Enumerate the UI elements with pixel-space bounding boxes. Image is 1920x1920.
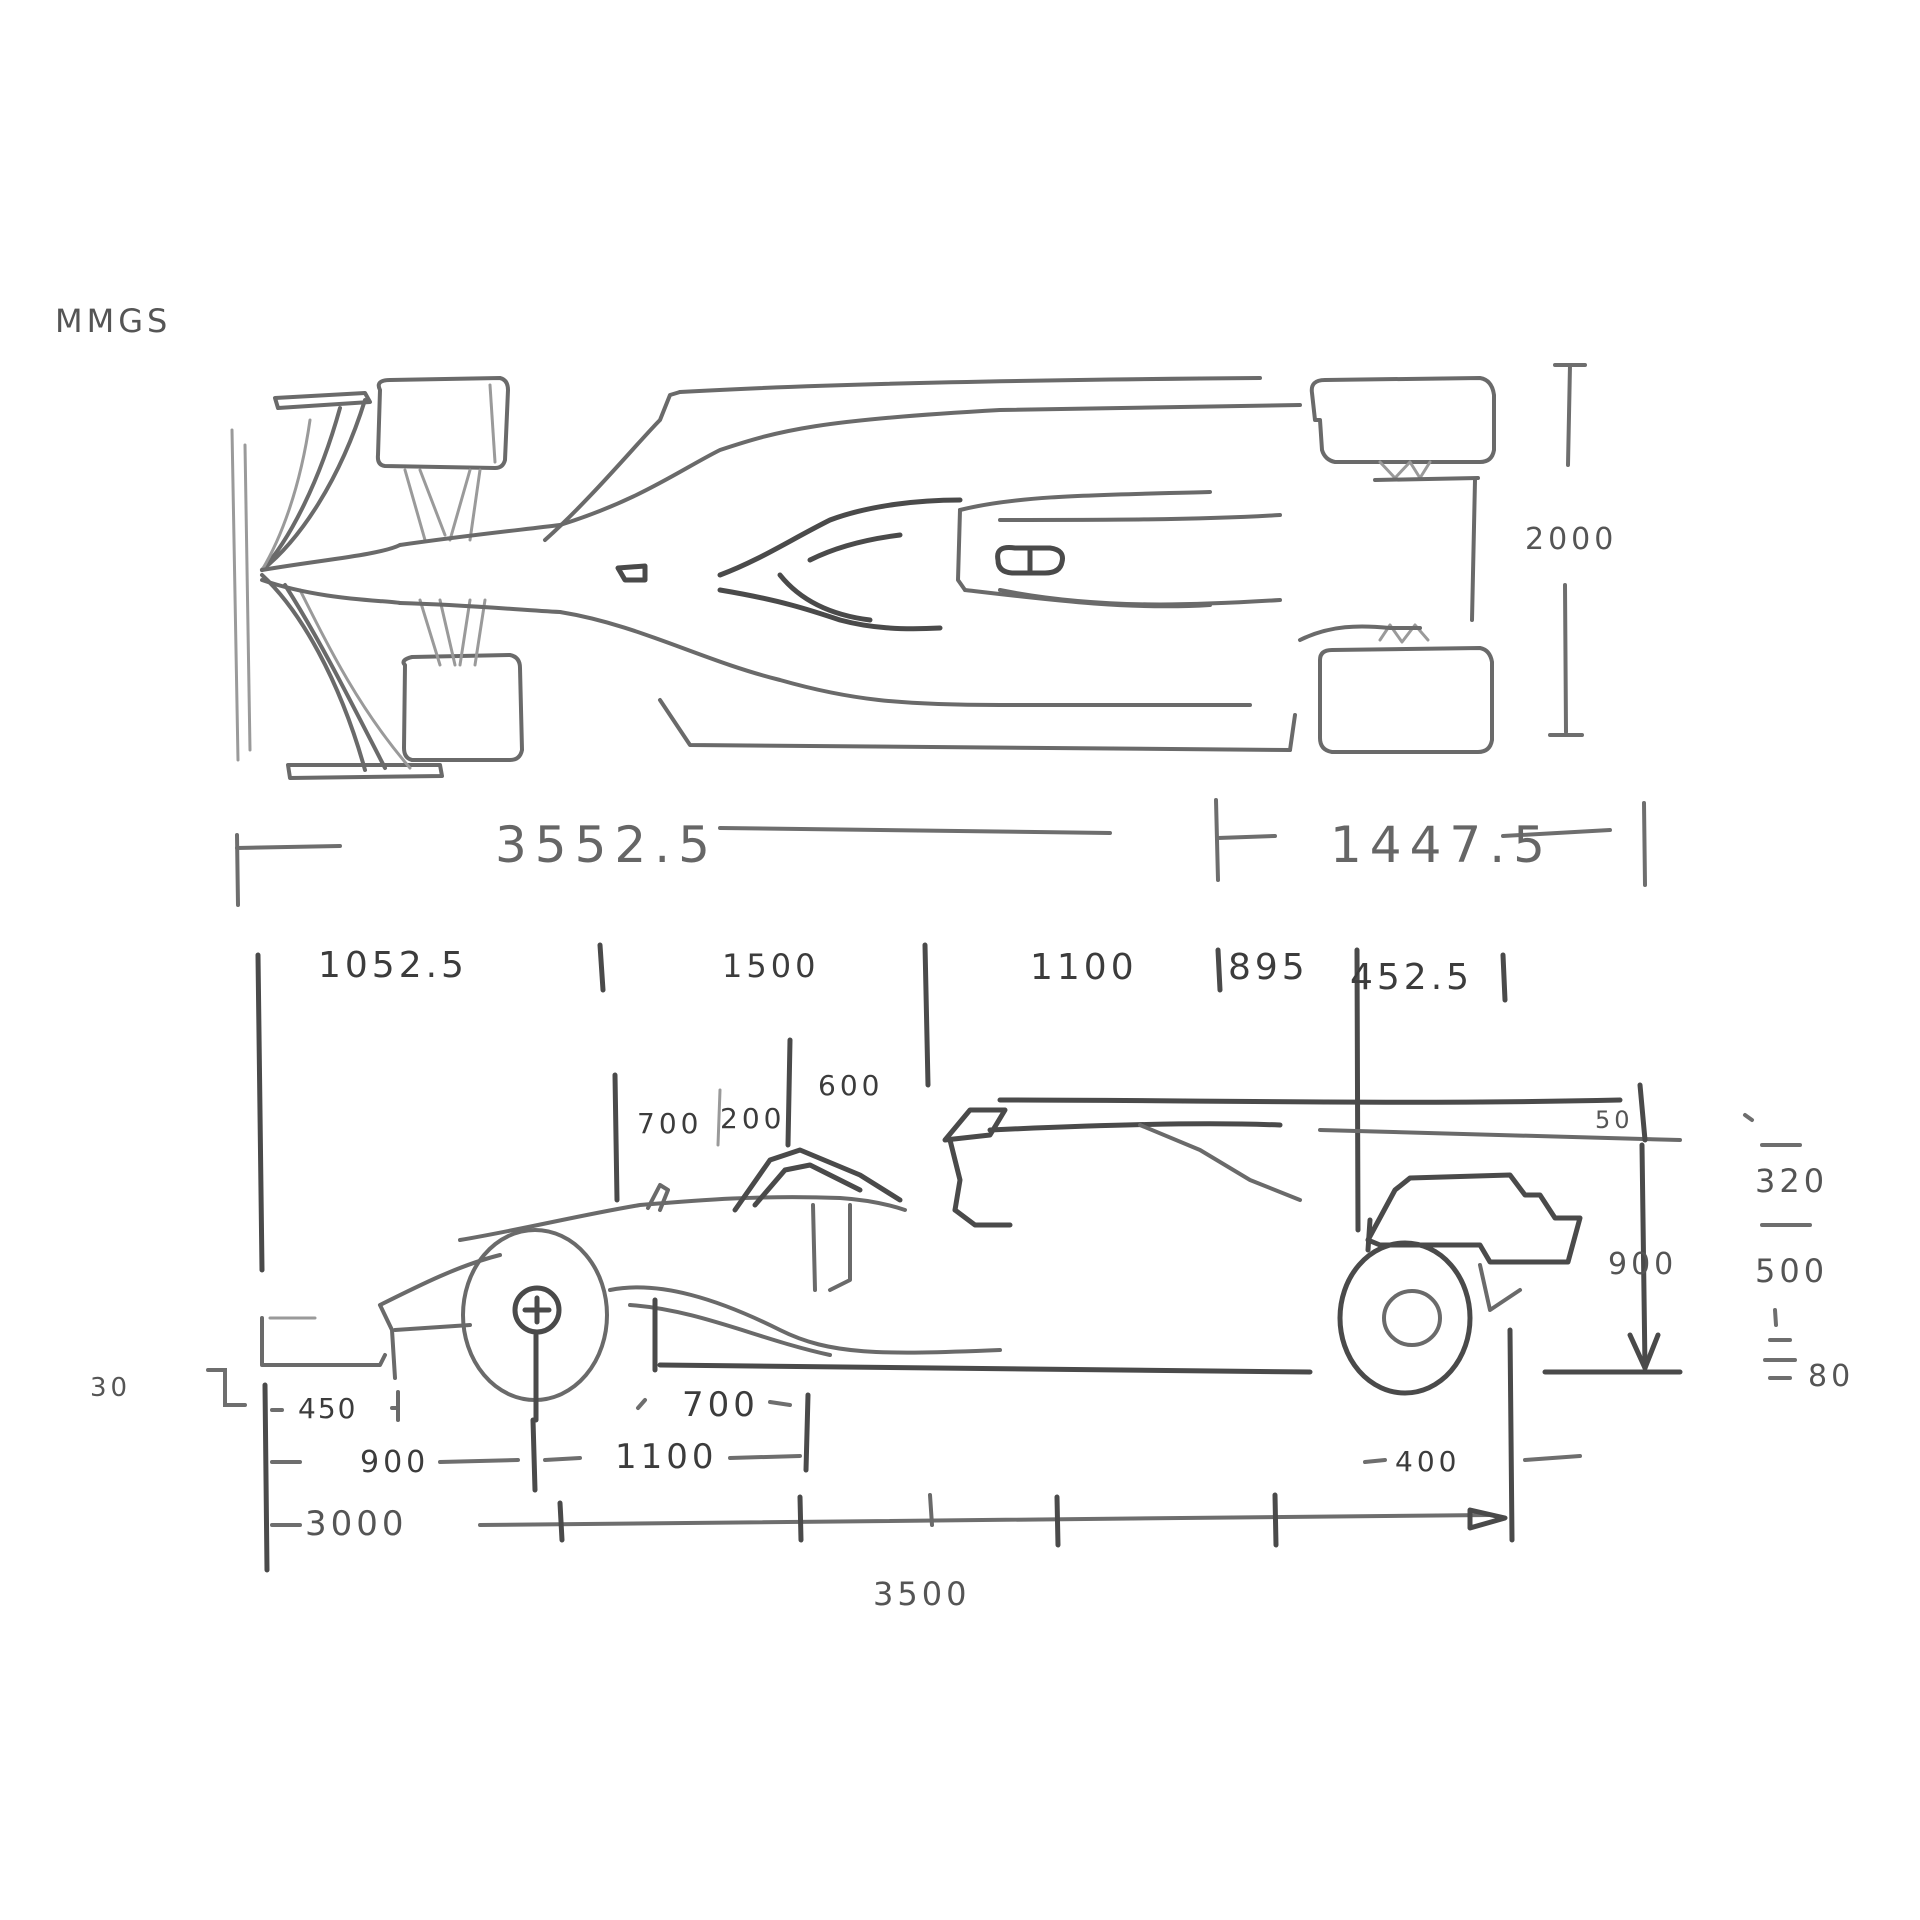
stack-label-lower: 80 (1808, 1359, 1855, 1394)
segment-label-3: 1100 (1030, 947, 1138, 988)
segment-dividers (255, 942, 1508, 1273)
segment-label-4: 895 (1228, 947, 1309, 988)
overall-total-label: 3500 (873, 1575, 971, 1613)
stack-label-middle: 500 (1755, 1252, 1829, 1290)
stack-label-upper: 320 (1755, 1162, 1829, 1200)
length-dimensions (235, 798, 1647, 907)
overall-partial-label: 3000 (305, 1504, 408, 1544)
ground-clearance-bracket (206, 1368, 247, 1407)
cockpit-label-700: 700 (637, 1107, 703, 1140)
rear-height-label: 900 (1608, 1247, 1678, 1282)
units-label: MMGS (55, 302, 172, 340)
width-dimension (1548, 363, 1587, 737)
front-overhang-label: 450 (298, 1392, 358, 1425)
cockpit-label-600: 600 (818, 1069, 884, 1102)
side-view-car (260, 1082, 1683, 1543)
nose-to-axle-label: 900 (360, 1445, 430, 1480)
width-label: 2000 (1525, 522, 1618, 557)
front-length-label: 3552.5 (495, 816, 718, 874)
segment-label-5: 452.5 (1350, 957, 1474, 998)
axle-to-sidepod-label: 1100 (615, 1437, 718, 1477)
bottom-dimensions (262, 1382, 1582, 1573)
top-view-car (230, 376, 1496, 780)
rear-wing-gap-label: 50 (1595, 1106, 1634, 1134)
sidepod-offset-label: 700 (682, 1385, 759, 1425)
ground-clearance-label: 30 (90, 1373, 132, 1403)
segment-label-2: 1500 (722, 947, 820, 985)
right-stack-marks (1743, 1113, 1812, 1380)
rear-length-label: 1447.5 (1330, 816, 1553, 874)
segment-label-1: 1052.5 (318, 945, 468, 986)
cockpit-label-200: 200 (720, 1102, 786, 1135)
rear-overhang-label: 400 (1395, 1445, 1461, 1478)
